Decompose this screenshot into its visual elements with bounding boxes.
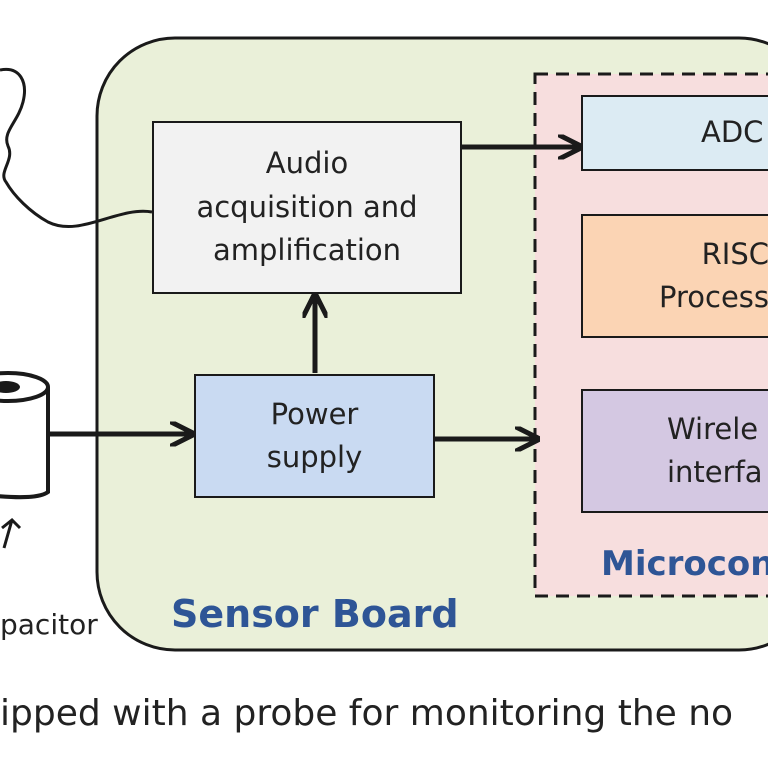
risc-block: RISC Process <box>581 214 768 338</box>
microcontroller-label: Microcon <box>601 544 768 584</box>
power-supply-label: Power supply <box>266 396 363 475</box>
wireless-label: Wirele interfa <box>667 411 763 490</box>
capacitor-label: pacitor <box>0 608 98 641</box>
risc-label: RISC Process <box>659 236 768 315</box>
probe-wire <box>0 67 153 228</box>
capacitor-icon <box>0 371 50 500</box>
capacitor-pointer-arrow <box>1 517 22 549</box>
wireless-block: Wirele interfa <box>581 389 768 513</box>
adc-block: ADC <box>581 95 768 171</box>
power-supply-block: Power supply <box>194 374 435 498</box>
audio-block-label: Audio acquisition and amplification <box>196 146 418 268</box>
audio-block: Audio acquisition and amplification <box>152 121 462 294</box>
figure-caption: ipped with a probe for monitoring the no <box>0 693 734 734</box>
sensor-board-label: Sensor Board <box>171 592 459 636</box>
adc-label: ADC <box>701 115 764 150</box>
